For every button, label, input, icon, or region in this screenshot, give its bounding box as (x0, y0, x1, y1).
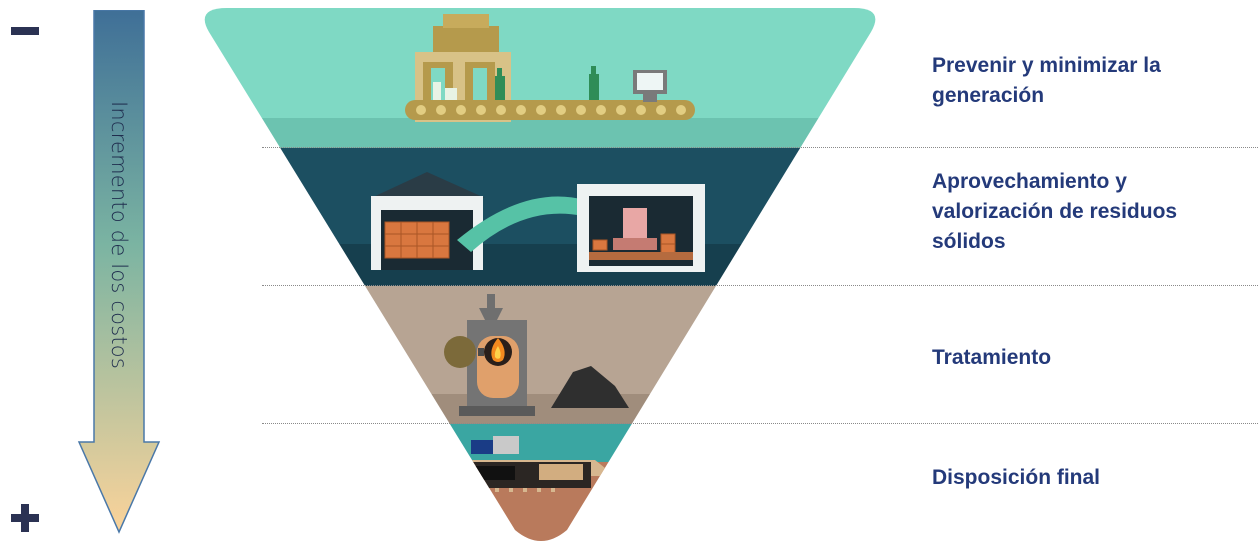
warehouse-arrow-icon (371, 172, 705, 272)
cost-arrow (77, 10, 161, 534)
level-1-band (204, 8, 876, 148)
plus-icon (11, 504, 39, 532)
level-2-label: Aprovechamiento y valorización de residu… (932, 170, 1178, 253)
waste-hierarchy-pyramid (204, 8, 876, 541)
factory-conveyor-icon (405, 14, 695, 122)
level-3-band (204, 286, 876, 424)
incinerator-icon (444, 294, 629, 416)
cost-increase-label: Incremento de los costos (107, 101, 131, 369)
divider-3 (262, 423, 1258, 424)
divider-1 (262, 147, 1258, 148)
level-2-band (204, 148, 876, 286)
level-4-label: Disposición final (932, 466, 1101, 489)
minus-icon (11, 27, 39, 35)
level-3-label: Tratamiento (932, 346, 1052, 369)
divider-2 (262, 285, 1258, 286)
level-1-label: Prevenir y minimizar la generación (932, 54, 1161, 107)
arrow-label-box: Incremento de los costos (84, 10, 154, 460)
